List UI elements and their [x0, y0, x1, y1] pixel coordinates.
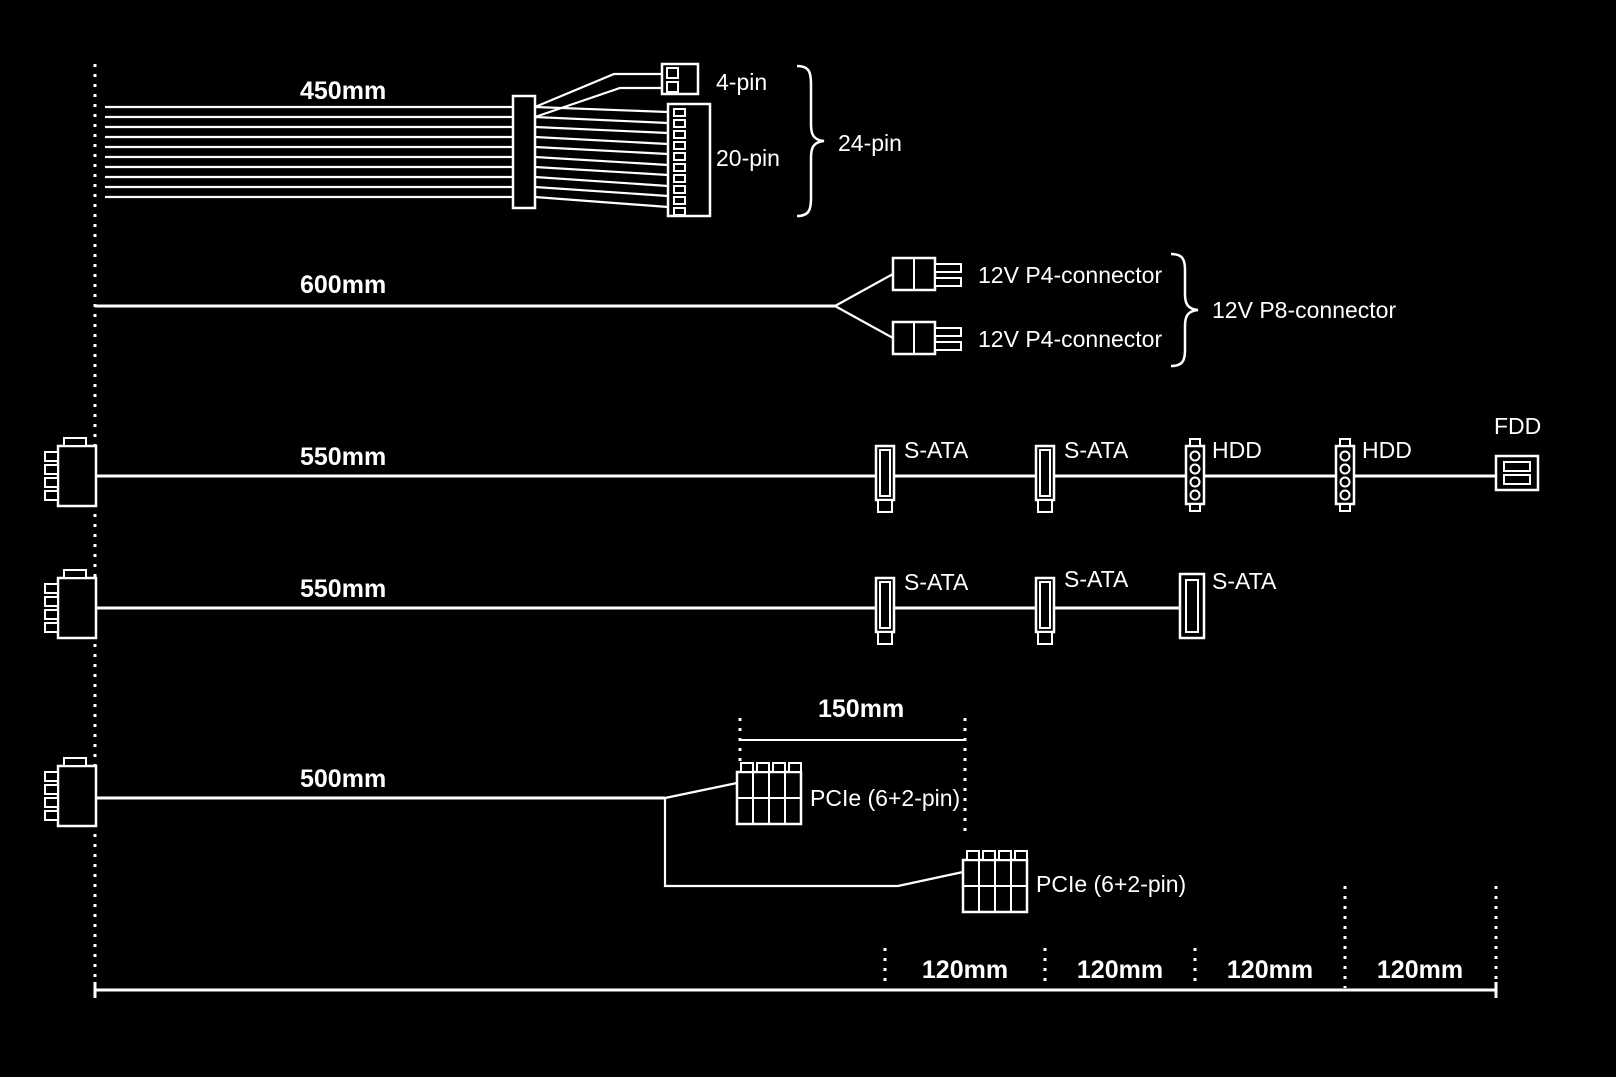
- brace-p8: [1170, 252, 1199, 368]
- connector-sata-2-label: S-ATA: [1064, 437, 1129, 463]
- group-24pin-label: 24-pin: [838, 130, 902, 156]
- connector-sata-5: [1178, 572, 1206, 640]
- connector-fdd: [1494, 454, 1540, 492]
- connector-p4-top: [891, 256, 962, 292]
- connector-pcie-1: [735, 762, 803, 826]
- brace-24pin: [796, 64, 825, 218]
- connector-p4-top-label: 12V P4-connector: [978, 262, 1162, 288]
- cable-row-sata-hdd: 550mm S-ATA S-ATA: [44, 413, 1541, 513]
- connector-p4-bottom: [891, 320, 962, 356]
- cable-row-24pin: 450mm: [105, 62, 902, 218]
- cable-comb: [511, 94, 537, 210]
- spacing-label-3: 120mm: [1227, 956, 1313, 984]
- connector-hdd-2-label: HDD: [1362, 437, 1412, 463]
- connector-hdd-2: [1334, 438, 1356, 512]
- connector-pcie-2: [961, 850, 1029, 914]
- connector-hdd-1: [1184, 438, 1206, 512]
- wire-fanout: [534, 72, 669, 209]
- connector-sata-3-label: S-ATA: [904, 569, 969, 595]
- group-p8-label: 12V P8-connector: [1212, 297, 1396, 323]
- psu-plug-row5: [44, 757, 98, 828]
- connector-20pin: [666, 102, 712, 218]
- cable-row-pcie: 150mm 500mm PCIe (6+2-: [44, 695, 1186, 914]
- connector-sata-1-label: S-ATA: [904, 437, 969, 463]
- connector-sata-4: [1034, 576, 1056, 645]
- pcie-branch-1-wire: [664, 781, 738, 800]
- connector-hdd-1-label: HDD: [1212, 437, 1262, 463]
- connector-sata-5-label: S-ATA: [1212, 568, 1277, 594]
- connector-pcie-2-label: PCIe (6+2-pin): [1036, 871, 1186, 897]
- connector-4pin-label: 4-pin: [716, 69, 767, 95]
- connector-sata-4-label: S-ATA: [1064, 566, 1129, 592]
- psu-plug-row4: [44, 569, 98, 640]
- connector-sata-1: [874, 444, 896, 513]
- connector-p4-bottom-label: 12V P4-connector: [978, 326, 1162, 352]
- connector-sata-2: [1034, 444, 1056, 513]
- cable-24pin-length-label: 450mm: [300, 77, 386, 105]
- spacing-label-1: 120mm: [922, 956, 1008, 984]
- connector-20pin-label: 20-pin: [716, 145, 780, 171]
- cable-row-sata-only: 550mm S-ATA S-ATA S-ATA: [44, 566, 1277, 645]
- spacing-label-2: 120mm: [1077, 956, 1163, 984]
- pcie-spacing-label: 150mm: [818, 695, 904, 723]
- bottom-measure: 120mm 120mm 120mm 120mm: [93, 886, 1498, 998]
- pcie-branch-2-wire: [663, 798, 964, 888]
- psu-plug-row3: [44, 437, 98, 508]
- cable-pcie-length-label: 500mm: [300, 765, 386, 793]
- connector-4pin: [660, 62, 700, 96]
- spacing-label-4: 120mm: [1377, 956, 1463, 984]
- cable-row-12v: 600mm 12V P4-connector 12V P4-connector …: [95, 252, 1396, 368]
- cable-sata1-length-label: 550mm: [300, 443, 386, 471]
- connector-fdd-label: FDD: [1494, 413, 1541, 439]
- cable-12v-length-label: 600mm: [300, 271, 386, 299]
- wire-bundle: [105, 105, 513, 199]
- cable-sata2-length-label: 550mm: [300, 575, 386, 603]
- connector-pcie-1-label: PCIe (6+2-pin): [810, 785, 960, 811]
- connector-sata-3: [874, 576, 896, 645]
